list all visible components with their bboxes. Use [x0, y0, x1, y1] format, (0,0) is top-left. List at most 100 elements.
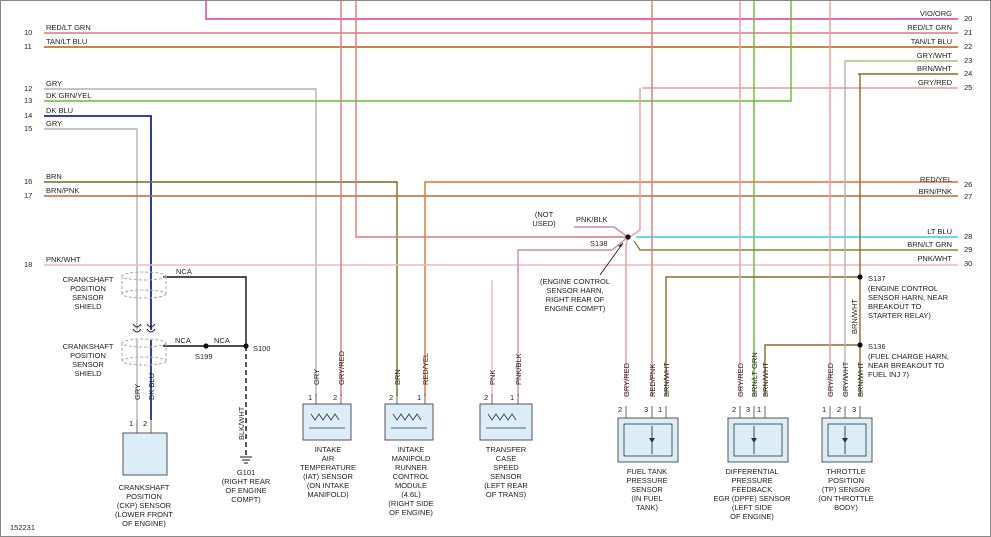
right-line-number: 21	[964, 28, 972, 37]
left-line-label: RED/LT GRN	[46, 23, 91, 32]
splice-s137-desc: BREAKOUT TO	[868, 302, 922, 311]
shield-label-bottom: SHIELD	[74, 369, 102, 378]
wire-red-yel	[424, 181, 958, 396]
component-label-ftp: PRESSURE	[626, 476, 667, 485]
component-pin-number: 1	[822, 405, 826, 414]
component-label-iat: MANIFOLD)	[307, 490, 349, 499]
component-wire-label: BRN	[393, 369, 402, 385]
wire-brn-wht-dpfe	[764, 344, 860, 396]
component-label-tcss: TRANSFER	[486, 445, 527, 454]
component-pin-number: 3	[852, 405, 856, 414]
wire-gry-red-ftp	[625, 236, 629, 396]
shield-label-top: POSITION	[70, 284, 106, 293]
component-label-ckp: POSITION	[126, 492, 162, 501]
right-line-label: RED/LT GRN	[907, 23, 952, 32]
component-label-tcss: SPEED	[493, 463, 519, 472]
component-ckp	[122, 432, 168, 476]
shield-tick	[146, 328, 156, 333]
splice-s137-desc: STARTER RELAY)	[868, 311, 931, 320]
ground-wire-label: BLK/WHT	[237, 406, 246, 440]
component-label-tcss: CASE	[496, 454, 516, 463]
right-line-number: 28	[964, 232, 972, 241]
right-line-label: GRY/RED	[918, 78, 953, 87]
component-pin-number: 1	[658, 405, 662, 414]
right-line-number: 26	[964, 180, 972, 189]
right-line-number: 25	[964, 83, 972, 92]
component-pin-number: 1	[417, 393, 421, 402]
component-label-ckp: (LOWER FRONT	[115, 510, 173, 519]
splice-s138-desc: ENGINE COMPT)	[545, 304, 606, 313]
splice-s138-desc: SENSOR HARN,	[546, 286, 603, 295]
shield-label-top: SHIELD	[74, 302, 102, 311]
component-pin-number: 2	[837, 405, 841, 414]
component-wire-label: RED/PNK	[648, 364, 657, 397]
right-line-label: TAN/LT BLU	[911, 37, 952, 46]
sensor-inner	[623, 423, 673, 457]
sensor-inner	[827, 423, 867, 457]
splice-s136-desc: FUEL INJ 7)	[868, 370, 909, 379]
component-label-ftp: (IN FUEL	[631, 494, 662, 503]
splice-s137-desc: SENSOR HARN, NEAR	[868, 293, 949, 302]
splice-s138-leader	[599, 242, 624, 276]
right-line-label: VIO/ORG	[920, 9, 952, 18]
nca-label-mid2: NCA	[214, 336, 230, 345]
figure-id: 152231	[10, 523, 35, 532]
component-label-ftp: TANK)	[636, 503, 658, 512]
wire-brn-wht-ftp	[665, 276, 860, 396]
splice-s136-label: S136	[868, 342, 886, 351]
not-used-label: USED)	[532, 219, 556, 228]
wire-red-lt-grn-s138	[355, 0, 628, 238]
component-tp	[821, 417, 873, 463]
component-wire-label: DK BLU	[147, 373, 156, 400]
wire-pnk-blk-tcss	[517, 236, 629, 396]
pnk-blk-label: PNK/BLK	[576, 215, 608, 224]
ground-desc: (RIGHT REAR	[222, 477, 271, 486]
component-wire-label: BRN/WHT	[761, 362, 770, 397]
component-label-dpfe: PRESSURE	[731, 476, 772, 485]
wire-nca-top	[163, 276, 247, 345]
splice-s100-label: S100	[253, 344, 271, 353]
wire-pnk-blk-notused	[574, 226, 629, 238]
component-pin-number: 2	[618, 405, 622, 414]
component-label-ftp: FUEL TANK	[627, 467, 667, 476]
nca-label-top: NCA	[176, 267, 192, 276]
component-label-iat: (IAT) SENSOR	[303, 472, 353, 481]
sensor-arrow	[751, 438, 757, 443]
sensor-arrow	[649, 438, 655, 443]
component-wire-label: BRN/LT GRN	[750, 352, 759, 397]
right-line-number: 23	[964, 56, 972, 65]
component-pin-number: 1	[757, 405, 761, 414]
right-line-label: BRN/PNK	[919, 187, 952, 196]
wire-brn-imrc	[44, 181, 398, 396]
right-line-number: 24	[964, 69, 972, 78]
splice-s138-desc: RIGHT REAR OF	[546, 295, 605, 304]
splice-s138-arrow	[618, 243, 623, 247]
component-pin-number: 2	[484, 393, 488, 402]
component-pin-number: 3	[644, 405, 648, 414]
component-label-ftp: SENSOR	[631, 485, 663, 494]
component-label-dpfe: FEEDBACK	[732, 485, 772, 494]
wire-gry-iat	[44, 88, 317, 396]
component-ftp	[617, 417, 679, 463]
left-line-number: 12	[24, 84, 32, 93]
wire-dk-blu	[44, 115, 152, 330]
right-line-label: BRN/WHT	[917, 64, 952, 73]
component-wire-label: GRY/RED	[826, 362, 835, 397]
shield-label-bottom: SENSOR	[72, 360, 104, 369]
component-wire-label: PNK/BLK	[514, 353, 523, 385]
component-wire-label: GRY/RED	[337, 350, 346, 385]
component-label-imrc: INTAKE	[398, 445, 425, 454]
wire-gry-ckp	[44, 128, 138, 330]
ground-name: G101	[237, 468, 255, 477]
shield-label-top: SENSOR	[72, 293, 104, 302]
wire-vio-org	[205, 0, 958, 20]
shield-bottom-ellipse	[121, 338, 167, 348]
right-line-label: LT BLU	[927, 227, 952, 236]
component-label-dpfe: EGR (DPFE) SENSOR	[713, 494, 791, 503]
component-label-tcss: (LEFT REAR	[484, 481, 528, 490]
shield-tick	[132, 328, 142, 333]
shield-tick	[132, 323, 142, 328]
component-label-dpfe: (LEFT SIDE	[732, 503, 772, 512]
right-line-number: 27	[964, 192, 972, 201]
